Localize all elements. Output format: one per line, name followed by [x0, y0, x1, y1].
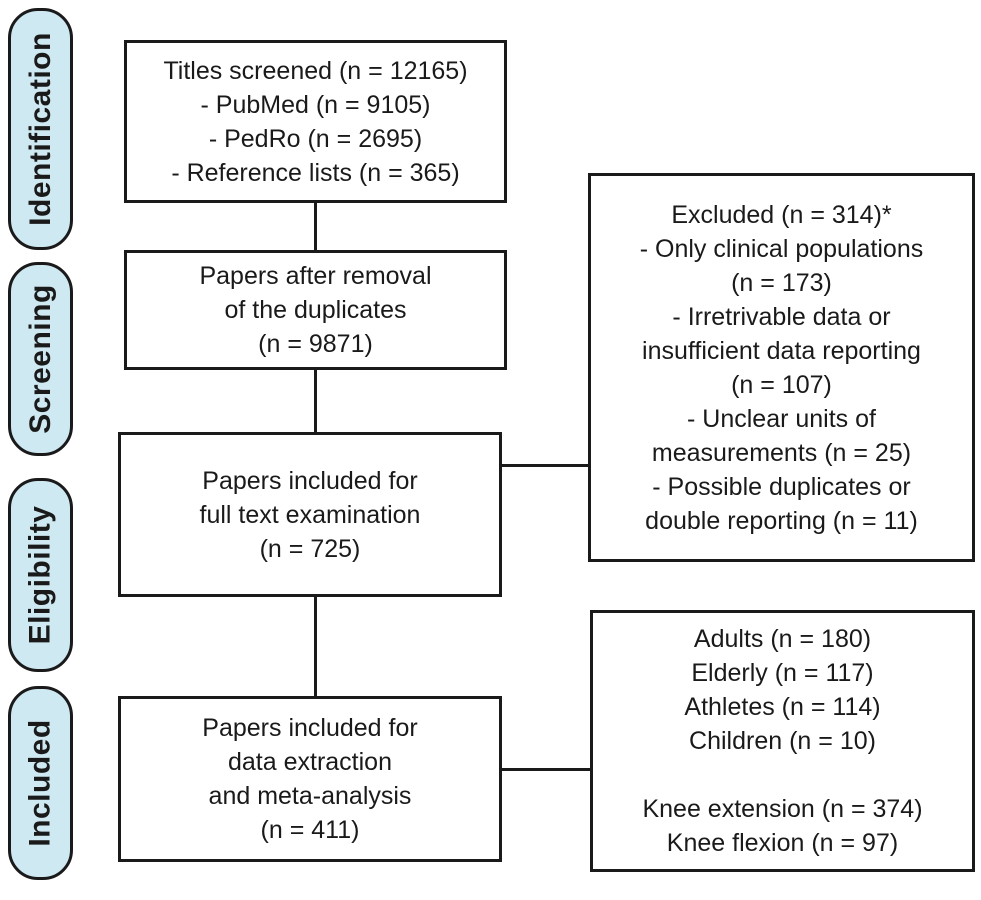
stage-pill-eligibility: Eligibility	[8, 478, 73, 672]
connector-fulltext-to-excluded	[502, 464, 588, 467]
flow-box-line: Papers included for	[202, 466, 418, 495]
flow-box-full-text: Papers included for full text examinatio…	[118, 432, 502, 597]
flow-box-line: - PubMed (n = 9105)	[200, 90, 431, 119]
flow-box-meta-analysis: Papers included for data extraction and …	[118, 696, 502, 862]
stage-label-screening: Screening	[23, 284, 57, 434]
flow-box-line: Athletes (n = 114)	[684, 693, 881, 721]
flow-box-line: (n = 411)	[260, 816, 360, 844]
connector-duplicates-to-fulltext	[314, 370, 317, 432]
flow-box-line: Papers included for	[202, 714, 418, 742]
connector-fulltext-to-meta	[314, 597, 317, 696]
flow-box-included-detail: Adults (n = 180) Elderly (n = 117) Athle…	[590, 610, 975, 872]
flow-box-line: Knee flexion (n = 97)	[666, 829, 899, 857]
connector-meta-to-detail	[502, 768, 590, 771]
flow-box-excluded: Excluded (n = 314)* - Only clinical popu…	[588, 173, 975, 562]
flow-box-line: Excluded (n = 314)*	[671, 200, 892, 229]
flow-box-line: of the duplicates	[224, 296, 407, 324]
flow-box-line: measurements (n = 25)	[651, 438, 912, 467]
flow-box-line: Children (n = 10)	[689, 727, 876, 755]
flow-box-line: Elderly (n = 117)	[691, 659, 874, 687]
flow-box-line: - PedRo (n = 2695)	[208, 124, 423, 153]
stage-label-eligibility: Eligibility	[23, 505, 57, 645]
flow-box-line: Papers after removal	[199, 262, 432, 290]
flow-box-line: double reporting (n = 11)	[645, 506, 918, 535]
flow-box-line: (n = 725)	[259, 534, 361, 563]
stage-pill-identification: Identification	[8, 8, 73, 250]
flow-box-line: (n = 9871)	[258, 330, 373, 358]
connector-titles-to-duplicates	[314, 203, 317, 250]
flow-box-line: Knee extension (n = 374)	[642, 795, 923, 823]
stage-label-identification: Identification	[23, 32, 57, 226]
stage-pill-screening: Screening	[8, 262, 73, 456]
flow-box-titles-screened: Titles screened (n = 12165) - PubMed (n …	[124, 40, 507, 203]
stage-pill-included: Included	[8, 686, 73, 880]
flow-box-line: and meta-analysis	[208, 782, 412, 810]
flow-box-line: - Irretrivable data or	[672, 302, 891, 331]
flow-box-line: data extraction	[228, 748, 392, 776]
flow-box-line: full text examination	[199, 500, 421, 529]
stage-label-included: Included	[23, 719, 57, 847]
flow-box-line: Titles screened (n = 12165)	[163, 56, 468, 85]
flow-box-after-duplicates: Papers after removal of the duplicates (…	[124, 250, 507, 370]
flow-box-line: (n = 173)	[731, 268, 832, 297]
flow-box-line: (n = 107)	[731, 370, 832, 399]
flow-box-line: insufficient data reporting	[642, 336, 921, 365]
flow-box-line: - Only clinical populations	[639, 234, 924, 263]
flow-box-line: - Possible duplicates or	[652, 472, 911, 501]
flow-box-line: - Unclear units of	[687, 404, 876, 433]
flow-box-line: Adults (n = 180)	[693, 625, 872, 653]
flow-box-line: - Reference lists (n = 365)	[171, 158, 460, 187]
